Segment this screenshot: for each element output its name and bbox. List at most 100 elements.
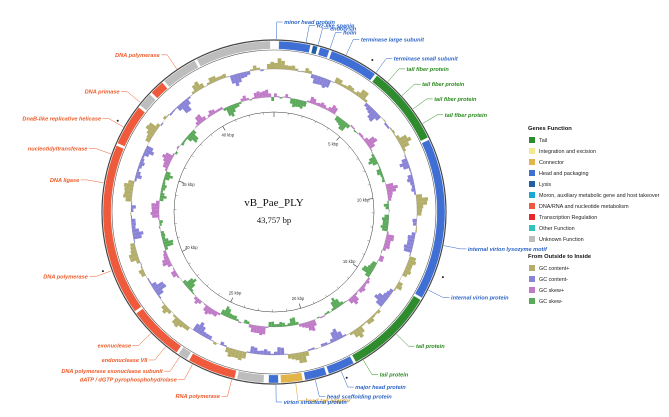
gene-annotation-label: tail fiber protein [406,67,449,73]
gene-annotation-label: DNA polymerase exonuclease subunit [61,369,164,375]
legend-swatch [529,276,535,282]
tick-label: 30 kbp [185,245,198,250]
scale-tick [299,303,301,309]
annotation-leader [170,356,180,372]
annotation-leader [94,148,112,155]
scale-tick [243,304,245,308]
gene-annotation-label: RNA polymerase [175,394,220,400]
gene-annotation-label: head scaffolding protein [327,395,392,401]
tick-label: 20 kbp [292,296,305,301]
annotation-leader [95,270,112,277]
legend-swatch [529,181,535,187]
annotation-leader [138,333,151,346]
annotation-leader [346,39,354,55]
gene-annotation-label: DNA polymerase [43,275,88,281]
scale-circle [173,111,375,313]
legend-item-label: GC skew+ [539,288,564,294]
scale-tick [362,253,365,255]
scale-tick [218,292,220,296]
scale-tick [368,198,374,200]
gene-annotation-label: Rz-like spanin [317,23,355,29]
annotation-leader [184,364,193,380]
gene-annotation-label: tail fiber protein [445,113,488,119]
legend-item-label: GC content- [539,277,568,283]
annotation-leader [396,333,409,347]
scale-tick [313,301,315,304]
annotation-leader [329,32,336,49]
gene-annotation-label: tail fiber protein [434,97,477,103]
scale-tick [196,274,200,276]
genome-center-label: vB_Pae_PLY 43,757 bp [244,197,303,225]
outer-marker [101,270,104,273]
annotation-leader [295,383,299,401]
scale-tick [314,121,316,124]
scale-tick [301,116,303,119]
gene-block [414,139,446,298]
scale-tick [347,146,350,149]
outer-marker [345,376,348,379]
legend-item-label: Connector [539,160,564,166]
annotation-leader [401,83,415,96]
gene-annotation-label: terminase small subunit [394,57,459,63]
gene-block [163,60,199,88]
gene-annotation-label: DNA polymerase [115,53,160,59]
scale-tick [184,167,187,170]
tick-label: 10 kbp [357,197,370,202]
annotation-leader [227,379,232,397]
annotation-leader [86,179,104,184]
legend-item-label: Integration and excision [539,149,596,155]
legend-item-label: GC skew- [539,299,563,305]
scale-tick [222,126,226,131]
scale-tick [178,180,184,184]
scale-tick [325,294,327,297]
legend-swatch [529,265,535,271]
gc-content-track [123,58,429,364]
gene-block [136,308,182,353]
annotation-leader [126,91,141,103]
gene-block [188,353,237,379]
annotation-leader [387,68,400,82]
gene-annotation-label: tail fiber protein [422,82,465,88]
genome-backbone [101,39,447,385]
legend-item-label: Lysis [539,182,551,188]
legend-item-label: Other Function [539,226,575,232]
legend-tracks-title: From Outside to Inside [528,254,592,260]
legend-item-label: GC content+ [539,266,569,272]
scale-tick [181,249,187,252]
scale-tick [235,119,237,123]
gene-annotation-label: DNA ligase [50,178,79,184]
gene-annotation-label: minor head protein [284,20,335,26]
scale-tick [206,284,209,287]
gene-annotation-label: endolysin [330,26,357,32]
genome-track-layer [101,39,447,385]
annotation-leader [340,371,349,388]
gene-annotation-label: holin [343,30,357,36]
legend-tracks-list: GC content+ GC content- GC skew+ GC skew- [529,265,569,305]
gene-annotation-label: major head protein [355,385,406,391]
gene-block [303,366,327,381]
annotation-leader [108,118,124,128]
legend-swatch [529,192,535,198]
scale-tick [200,144,203,147]
legend-swatch [529,236,535,242]
annotation-leader [422,114,438,124]
gene-annotation-label: terminase large subunit [361,37,425,43]
gene-block [278,40,311,53]
legend-item-label: Tail [539,138,547,144]
scale-tick [210,134,213,137]
genome-length: 43,757 bp [257,215,291,225]
scale-tick [177,237,180,238]
gene-block [351,295,421,363]
gene-annotation-label: exonuclease [98,343,132,349]
gene-block [280,372,303,383]
gene-block [236,370,265,383]
legend-item-label: DNA/RNA and nucleotide metabolism [539,204,629,210]
scale-tick [326,127,329,131]
legend-swatch [529,214,535,220]
gene-block [268,374,279,384]
outer-marker [116,119,119,122]
scale-tick [367,184,371,186]
